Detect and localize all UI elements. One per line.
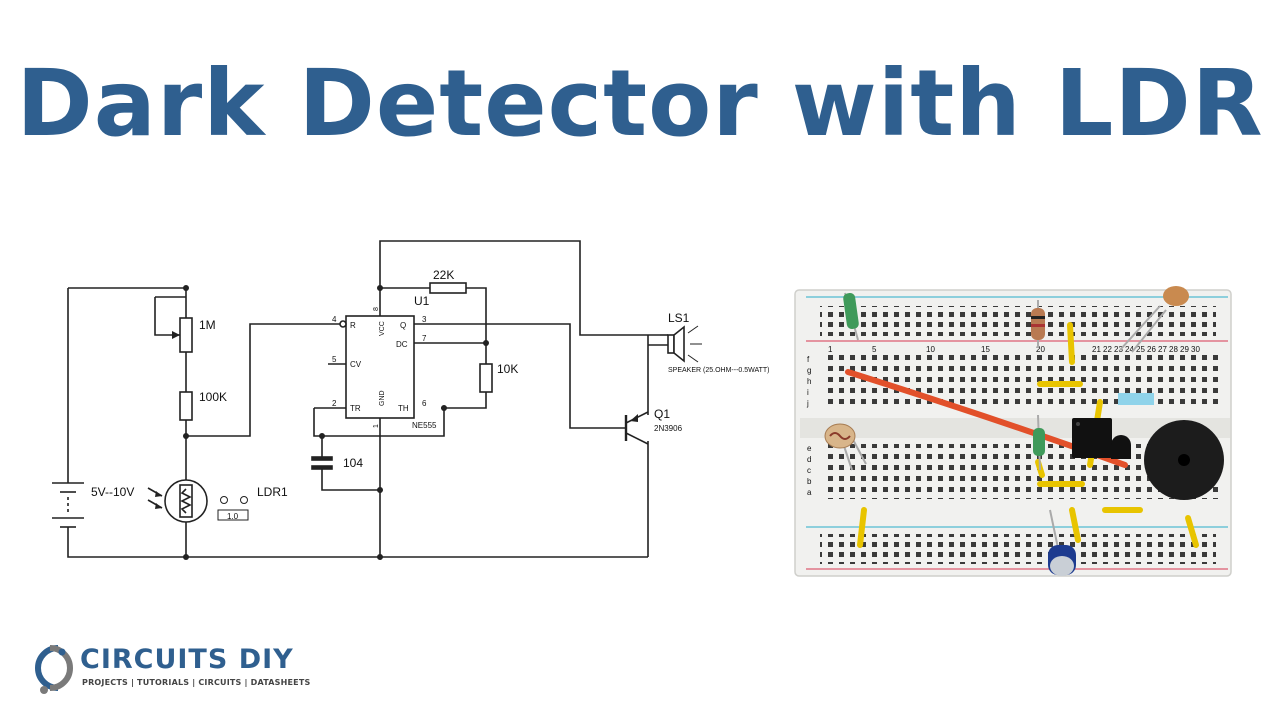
ic-label: U1 bbox=[414, 294, 430, 308]
column-number: 10 bbox=[926, 345, 935, 354]
column-number: 28 bbox=[1169, 345, 1178, 354]
column-number: 15 bbox=[981, 345, 990, 354]
pin-number-7: 7 bbox=[422, 334, 427, 343]
transistor-label: Q1 bbox=[654, 407, 670, 421]
pin-number-1: 1 bbox=[373, 424, 380, 428]
pin-q: Q bbox=[400, 321, 406, 330]
column-number: 25 bbox=[1136, 345, 1145, 354]
pin-number-4: 4 bbox=[332, 315, 337, 324]
resistor-22k bbox=[429, 282, 467, 294]
row-letter: c bbox=[807, 466, 811, 475]
ceramic-capacitor bbox=[1119, 286, 1189, 353]
resistor-10k-label: 10K bbox=[497, 362, 518, 376]
ldr-sensor bbox=[824, 423, 867, 471]
column-number: 21 bbox=[1092, 345, 1101, 354]
ldr-symbol bbox=[147, 479, 208, 523]
breadboard-photo: 1 5 10 15 20 21 22 23 24 25 26 27 28 29 … bbox=[794, 286, 1232, 577]
pin-number-3: 3 bbox=[422, 315, 427, 324]
small-resistor bbox=[1033, 414, 1045, 471]
resistor-100k-label: 100K bbox=[199, 390, 227, 404]
resistor-100k bbox=[179, 391, 193, 421]
pin-th: TH bbox=[398, 404, 409, 413]
logo-icon bbox=[35, 645, 73, 694]
pin-number-2: 2 bbox=[332, 399, 337, 408]
ic-chip bbox=[1072, 418, 1112, 458]
row-letter: j bbox=[806, 399, 809, 408]
column-number: 1 bbox=[828, 345, 833, 354]
row-letter: d bbox=[807, 455, 811, 464]
speaker-spec: SPEAKER (25.OHM---0.5WATT) bbox=[668, 367, 770, 374]
potentiometer-symbol bbox=[172, 317, 193, 353]
electrolytic-capacitor bbox=[1048, 509, 1076, 576]
potentiometer-label: 1M bbox=[199, 318, 216, 332]
brand-name: CIRCUITS DIY bbox=[80, 644, 294, 675]
pin-r: R bbox=[350, 321, 356, 330]
row-letter: b bbox=[807, 477, 812, 486]
ic-part-label: NE555 bbox=[412, 421, 437, 430]
schematic-wires bbox=[67, 240, 660, 558]
pin-number-5: 5 bbox=[332, 355, 337, 364]
ldr-value-box bbox=[217, 496, 249, 521]
pin-dc: DC bbox=[396, 340, 408, 349]
pin-cv: CV bbox=[350, 360, 362, 369]
column-number: 27 bbox=[1158, 345, 1167, 354]
page-title: Dark Detector with LDR bbox=[16, 50, 1264, 157]
row-letter: h bbox=[807, 377, 811, 386]
brand-tagline: PROJECTS | TUTORIALS | CIRCUITS | DATASH… bbox=[82, 678, 311, 687]
column-number: 5 bbox=[872, 345, 877, 354]
row-letter: a bbox=[807, 488, 812, 497]
column-number: 22 bbox=[1103, 345, 1112, 354]
brown-resistor bbox=[1031, 300, 1045, 348]
junction-dots bbox=[183, 285, 489, 560]
row-letter: e bbox=[807, 444, 812, 453]
pin-tr: TR bbox=[350, 404, 361, 413]
column-number: 24 bbox=[1125, 345, 1134, 354]
ldr-label: LDR1 bbox=[257, 485, 288, 499]
pin-gnd: GND bbox=[379, 390, 386, 406]
transistor-symbol bbox=[624, 411, 649, 445]
pin-number-8: 8 bbox=[373, 307, 380, 311]
resistor-22k-label: 22K bbox=[433, 268, 454, 282]
column-number: 29 bbox=[1180, 345, 1189, 354]
speaker-label: LS1 bbox=[668, 311, 690, 325]
column-number: 20 bbox=[1036, 345, 1045, 354]
pin-vcc: VCC bbox=[379, 321, 386, 336]
column-numbers: 1 5 10 15 20 21 22 23 24 25 26 27 28 29 … bbox=[828, 345, 1200, 354]
row-letter: f bbox=[807, 355, 810, 364]
speaker-symbol bbox=[648, 325, 702, 363]
capacitor-label: 104 bbox=[343, 456, 363, 470]
row-letter: i bbox=[807, 388, 809, 397]
row-letter: g bbox=[807, 366, 811, 375]
row-letters: f g h i j a b c d e bbox=[806, 355, 812, 497]
transistor-part: 2N3906 bbox=[654, 424, 683, 433]
circuit-schematic: 5V--10V 1M 100K LDR1 1.0 U1 NE555 R CV T… bbox=[52, 240, 770, 560]
buzzer bbox=[1144, 420, 1224, 500]
board-transistor bbox=[1111, 435, 1131, 459]
column-number: 30 bbox=[1191, 345, 1200, 354]
green-resistor bbox=[843, 292, 859, 341]
ic-555 bbox=[345, 315, 415, 419]
power-rail-bottom bbox=[820, 534, 1216, 564]
battery-label: 5V--10V bbox=[91, 485, 134, 499]
column-number: 26 bbox=[1147, 345, 1156, 354]
blue-connector bbox=[1118, 393, 1154, 405]
column-number: 23 bbox=[1114, 345, 1123, 354]
ldr-value: 1.0 bbox=[227, 512, 239, 521]
brand-logo: CIRCUITS DIY PROJECTS | TUTORIALS | CIRC… bbox=[28, 642, 318, 698]
battery-symbol bbox=[52, 482, 84, 528]
resistor-10k bbox=[479, 363, 493, 393]
capacitor-symbol bbox=[311, 456, 333, 470]
pin-number-6: 6 bbox=[422, 399, 427, 408]
